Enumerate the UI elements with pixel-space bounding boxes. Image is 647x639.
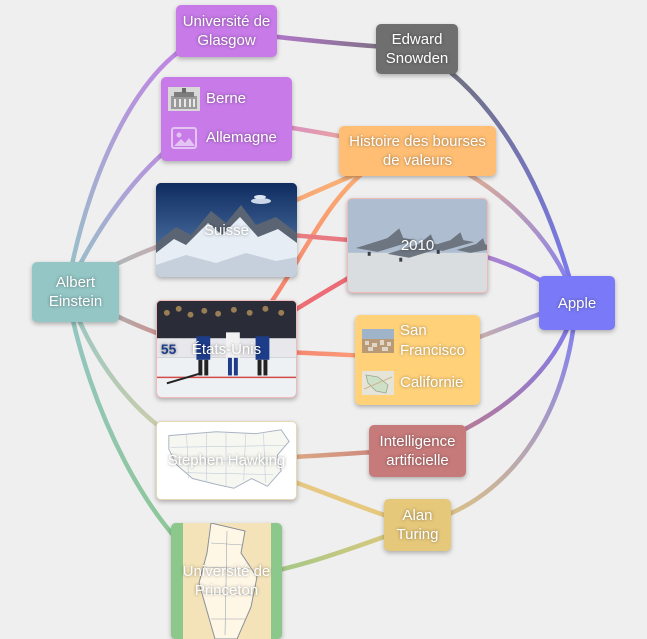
item-label: Berne [206,90,247,107]
fighter-jets-photo [348,199,487,292]
node-albert-einstein[interactable]: Albert Einstein [32,262,119,322]
node-label: États-Unis [191,340,262,358]
node-san-francisco-californie[interactable]: San Francisco Californie [355,315,480,405]
node-apple[interactable]: Apple [539,276,615,330]
node-label: Stephen Hawking [167,452,286,469]
node-intelligence-artificielle[interactable]: Intelligence artificielle [369,425,466,477]
item-label: San Francisco [400,322,466,359]
new-jersey-map [171,523,282,639]
node-label: Université de Glasgow [182,13,271,49]
item-berne[interactable]: Berne [168,87,246,111]
city-photo-thumbnail [362,329,394,353]
node-alan-turing[interactable]: Alan Turing [384,499,451,551]
image-placeholder-icon [171,127,197,149]
node-label: Alan Turing [396,507,439,543]
berne-photo-thumbnail [168,87,200,111]
node-label: Apple [557,294,597,312]
node-2010[interactable]: 2010 [347,198,488,293]
edge-turing-apple [414,299,579,528]
map-thumbnail [362,371,394,395]
us-map [157,422,296,499]
item-label: Allemagne [206,129,277,146]
node-etats-unis[interactable]: 55 États-Unis [156,300,297,398]
node-stephen-hawking[interactable]: Stephen Hawking [156,421,297,500]
node-histoire-bourses[interactable]: Histoire des bourses de valeurs [339,126,496,176]
mountain-photo [156,183,297,277]
node-label: Suisse [203,221,250,239]
node-label: Edward Snowden [385,31,449,67]
node-label: Intelligence artificielle [379,433,456,469]
item-allemagne[interactable]: Allemagne [168,126,277,150]
node-universite-princeton[interactable]: Université de Princeton [171,523,282,639]
node-berne-allemagne[interactable]: Berne Allemagne [161,77,292,161]
item-label: Californie [400,374,464,391]
item-californie[interactable]: Californie [362,371,463,395]
node-edward-snowden[interactable]: Edward Snowden [376,24,458,74]
item-san-francisco[interactable]: San Francisco [362,321,480,361]
node-label: 2010 [400,237,435,254]
svg-text:55: 55 [161,342,177,357]
node-universite-glasgow[interactable]: Université de Glasgow [176,5,277,57]
node-label: Histoire des bourses de valeurs [349,133,486,169]
node-label: Albert Einstein [48,274,103,310]
node-label: Université de Princeton [182,563,271,599]
node-suisse[interactable]: Suisse [156,183,297,277]
hockey-photo: 55 [157,301,296,397]
